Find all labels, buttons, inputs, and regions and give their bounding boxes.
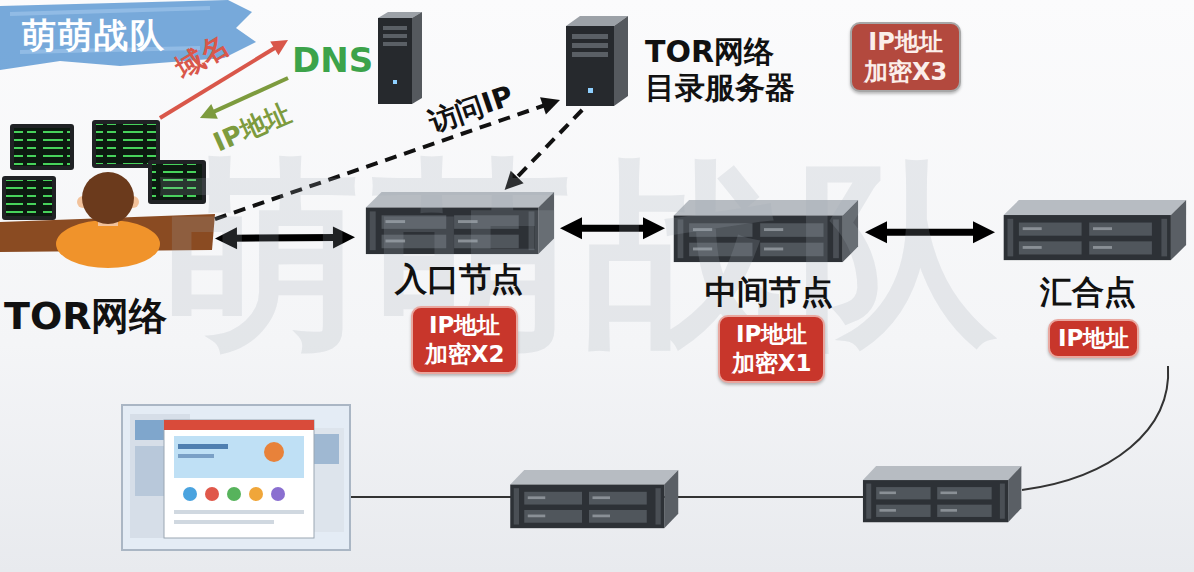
user-workstation: TOR网络 <box>0 118 215 343</box>
arrow-head <box>540 97 560 114</box>
rendezvous-node: 汇合点 IP地址 <box>995 195 1189 361</box>
ip-badge: IP地址 加密X1 <box>718 315 825 383</box>
node-label: TOR网络 目录服务器 <box>645 34 845 106</box>
node-label: DNS <box>292 40 373 81</box>
entry-node: 入口节点 IP地址 加密X2 <box>355 190 560 377</box>
edge-label: 域名 <box>169 28 234 86</box>
watermark: 萌萌战队 <box>22 16 166 55</box>
directory-server-tower <box>566 16 628 106</box>
directory-server: TOR网络 目录服务器IP地址 加密X3 <box>560 10 970 110</box>
network-wires <box>350 366 1168 497</box>
ip-badge: IP地址 <box>1048 319 1139 358</box>
website-screenshot <box>122 405 350 550</box>
middle-node: 中间节点 IP地址 加密X1 <box>665 195 865 386</box>
edge-label: 访问IP <box>424 78 517 138</box>
watermark: 萌萌战队 <box>160 140 1008 370</box>
dns-server-tower <box>378 12 422 104</box>
ip-badge: IP地址 加密X2 <box>411 306 518 374</box>
node-label: 入口节点 <box>395 260 523 298</box>
node-label: 中间节点 <box>705 273 833 311</box>
arrow-head <box>200 104 218 119</box>
arrow-head <box>270 40 288 55</box>
node-label: 汇合点 <box>1040 273 1136 311</box>
dns-server: DNS <box>288 4 424 108</box>
ip-badge: IP地址 加密X3 <box>850 22 961 92</box>
website-servers <box>510 466 1021 528</box>
node-label: TOR网络 <box>4 294 168 340</box>
